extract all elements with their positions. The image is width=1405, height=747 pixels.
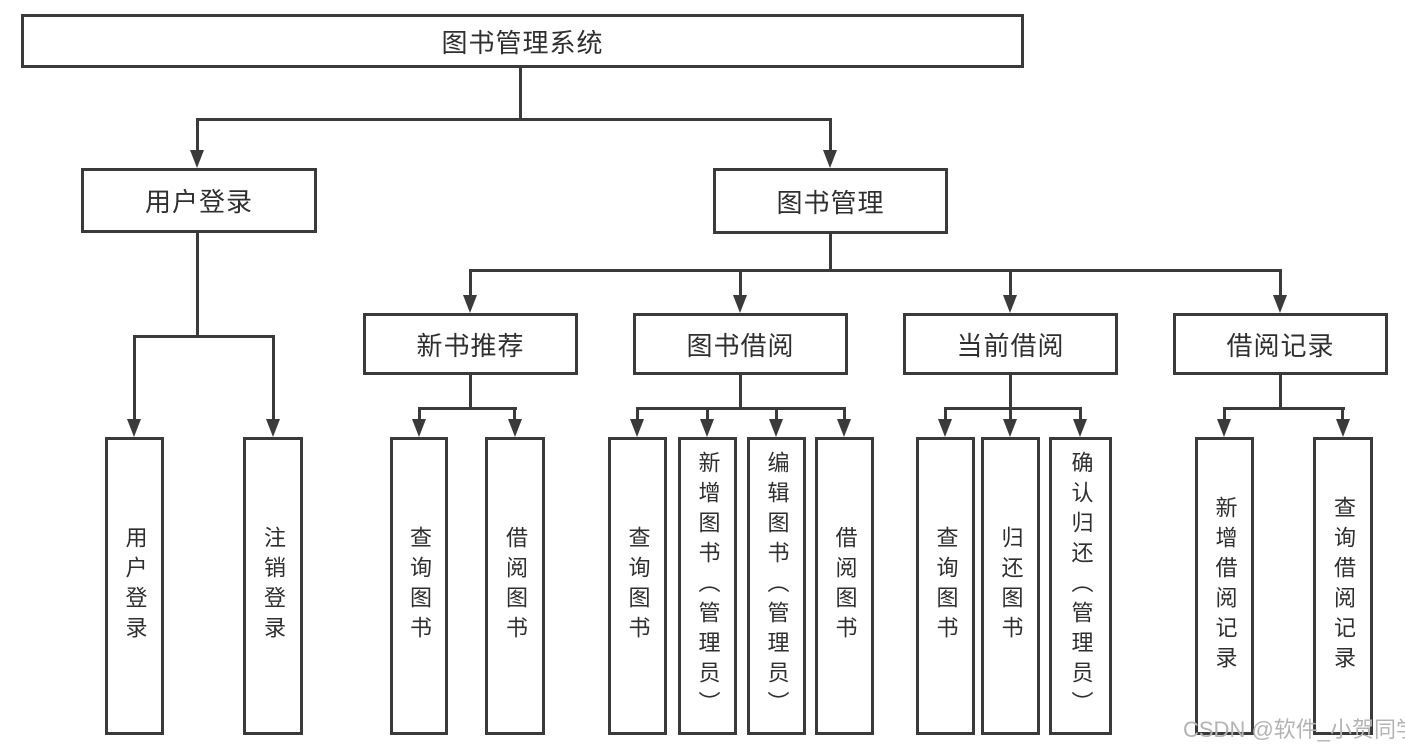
connector-level3-rail	[469, 269, 1282, 272]
connector-book-borrow-stem	[739, 375, 742, 409]
leaf-label: 新增借阅记录	[1212, 496, 1238, 676]
arrowhead-down-icon	[733, 295, 747, 313]
arrowhead-down-icon	[190, 150, 204, 168]
arrowhead-down-icon	[630, 419, 644, 437]
connector-drop-user-login	[196, 118, 199, 153]
connector-drop	[1341, 407, 1344, 423]
connector-drop	[513, 407, 516, 423]
leaf-borrow-books: 借阅图书	[815, 437, 874, 735]
arrowhead-down-icon	[1003, 419, 1017, 437]
leaf-confirm-return-admin: 确认归还（管理员）	[1049, 437, 1112, 735]
arrowhead-down-icon	[463, 295, 477, 313]
connector-drop-leaf-user-login	[133, 335, 136, 421]
leaf-label: 查询借阅记录	[1331, 496, 1356, 676]
connector-book-management-stem	[829, 234, 832, 271]
node-book-management: 图书管理	[713, 168, 948, 234]
leaf-label: 编辑图书（管理员）	[764, 451, 790, 721]
connector-drop-current-borrow	[1009, 269, 1012, 297]
leaf-label: 借阅图书	[832, 526, 858, 646]
csdn-watermark: CSDN @软件_小贺同学	[1183, 717, 1405, 742]
connector-user-login-rail	[133, 335, 275, 338]
node-borrow-record: 借阅记录	[1173, 313, 1388, 375]
connector-drop	[944, 407, 947, 423]
arrowhead-down-icon	[1336, 419, 1350, 437]
leaf-label: 注销登录	[261, 526, 286, 646]
leaf-logout: 注销登录	[243, 437, 303, 735]
node-book-borrow: 图书借阅	[633, 313, 848, 375]
arrowhead-down-icon	[1003, 295, 1017, 313]
connector-new-book-stem	[469, 375, 472, 409]
arrowhead-down-icon	[127, 419, 141, 437]
connector-current-borrow-stem	[1009, 375, 1012, 409]
connector-user-login-stem	[196, 233, 199, 337]
leaf-add-book-admin: 新增图书（管理员）	[678, 437, 737, 735]
arrowhead-down-icon	[1273, 295, 1287, 313]
node-library-system: 图书管理系统	[21, 14, 1024, 68]
leaf-edit-book-admin: 编辑图书（管理员）	[747, 437, 806, 735]
leaf-label: 查询图书	[625, 526, 651, 646]
arrowhead-down-icon	[700, 419, 714, 437]
connector-drop	[775, 407, 778, 423]
leaf-add-borrow-record: 新增借阅记录	[1195, 437, 1254, 735]
arrowhead-down-icon	[266, 419, 280, 437]
leaf-label: 查询图书	[933, 526, 959, 646]
leaf-user-login: 用户登录	[105, 437, 164, 735]
arrowhead-down-icon	[837, 419, 851, 437]
connector-drop	[1223, 407, 1226, 423]
connector-drop-book-management	[829, 118, 832, 153]
leaf-label: 确认归还（管理员）	[1068, 451, 1094, 721]
connector-level2-rail	[196, 118, 832, 121]
node-current-borrow: 当前借阅	[903, 313, 1118, 375]
leaf-label: 借阅图书	[503, 526, 528, 646]
leaf-query-books-borrow: 查询图书	[608, 437, 667, 735]
connector-drop-book-borrow	[739, 269, 742, 297]
connector-borrow-record-rail	[1223, 407, 1345, 410]
connector-book-borrow-rail	[636, 407, 846, 410]
connector-root-stem	[519, 68, 522, 120]
connector-drop	[706, 407, 709, 423]
arrowhead-down-icon	[412, 419, 426, 437]
connector-drop	[1079, 407, 1082, 423]
connector-drop-new-book	[469, 269, 472, 297]
arrowhead-down-icon	[823, 150, 837, 168]
leaf-query-borrow-record: 查询借阅记录	[1313, 437, 1373, 735]
connector-current-borrow-rail	[944, 407, 1082, 410]
leaf-query-books-recommend: 查询图书	[390, 437, 448, 735]
connector-drop	[1009, 407, 1012, 423]
leaf-return-book: 归还图书	[981, 437, 1040, 735]
leaf-query-books-current: 查询图书	[916, 437, 975, 735]
connector-drop	[418, 407, 421, 423]
arrowhead-down-icon	[938, 419, 952, 437]
connector-new-book-rail	[418, 407, 517, 410]
connector-borrow-record-stem	[1279, 375, 1282, 409]
leaf-label: 用户登录	[122, 526, 148, 646]
leaf-label: 新增图书（管理员）	[695, 451, 721, 721]
arrowhead-down-icon	[769, 419, 783, 437]
node-new-book-recommend: 新书推荐	[363, 313, 578, 375]
connector-drop-borrow-record	[1279, 269, 1282, 297]
node-user-login: 用户登录	[81, 168, 317, 233]
connector-drop-leaf-logout	[272, 335, 275, 421]
arrowhead-down-icon	[1217, 419, 1231, 437]
arrowhead-down-icon	[508, 419, 522, 437]
leaf-label: 归还图书	[998, 526, 1024, 646]
connector-drop	[843, 407, 846, 423]
connector-drop	[636, 407, 639, 423]
leaf-label: 查询图书	[407, 526, 432, 646]
leaf-borrow-books-recommend: 借阅图书	[485, 437, 545, 735]
arrowhead-down-icon	[1073, 419, 1087, 437]
